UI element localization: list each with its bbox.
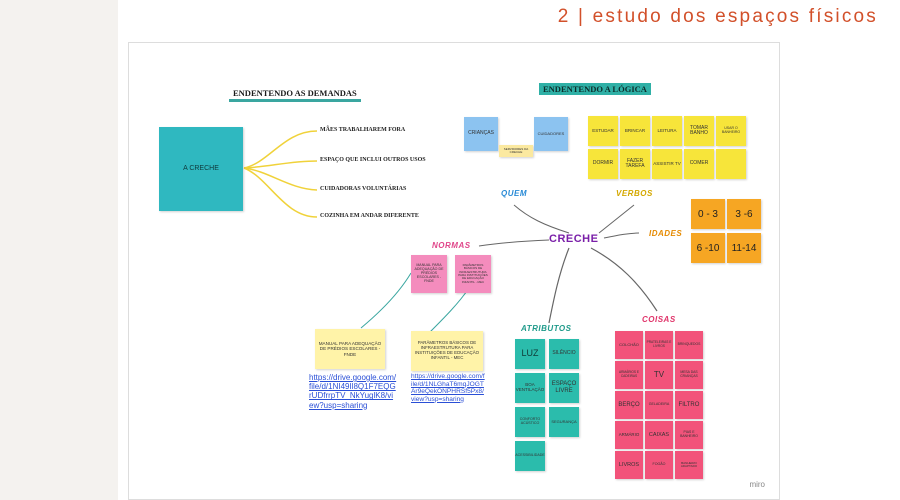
normas-note-mec[interactable]: PARÂMETROS BÁSICOS DE INFRAESTRUTURA PAR… bbox=[455, 255, 491, 293]
coisa-note-mesa[interactable]: MESA DAS CRIANÇAS bbox=[675, 361, 703, 389]
normas-label: NORMAS bbox=[432, 241, 471, 250]
idade-note-3-6[interactable]: 3 -6 bbox=[727, 199, 761, 229]
normas-doc-fnde[interactable]: MANUAL PARA ADEQUAÇÃO DE PRÉDIOS ESCOLAR… bbox=[315, 329, 385, 369]
quem-note-criancas[interactable]: CRIANÇAS bbox=[464, 117, 498, 151]
atributos-label: ATRIBUTOS bbox=[521, 324, 572, 333]
verbo-note-tomar-banho[interactable]: TOMAR BANHO bbox=[684, 116, 714, 146]
verbos-label: VERBOS bbox=[616, 189, 653, 198]
coisa-note-armarios-cadeiras[interactable]: ARMÁRIOS E CADEIRAS bbox=[615, 361, 643, 389]
atributo-note-conforto[interactable]: CONFORTO ACÚSTICO bbox=[515, 407, 545, 437]
coisa-note-armario[interactable]: ARMÁRIO bbox=[615, 421, 643, 449]
quem-label: QUEM bbox=[501, 189, 527, 198]
verbo-note-brincar[interactable]: BRINCAR bbox=[620, 116, 650, 146]
idade-note-6-10[interactable]: 6 -10 bbox=[691, 233, 725, 263]
verbo-note-usar-banheiro[interactable]: USAR O BANHEIRO bbox=[716, 116, 746, 146]
atributo-note-acessibilidade[interactable]: ACESSIBILIDADE bbox=[515, 441, 545, 471]
coisa-note-brinquedos[interactable]: BRINQUEDOS bbox=[675, 331, 703, 359]
verbo-note-empty[interactable] bbox=[716, 149, 746, 179]
verbo-note-dormir[interactable]: DORMIR bbox=[588, 149, 618, 179]
miro-board[interactable]: ENDENTENDO AS DEMANDAS A CRECHE MÃES TRA… bbox=[128, 42, 780, 500]
verbo-note-assistir-tv[interactable]: ASSISTIR TV bbox=[652, 149, 682, 179]
idade-note-11-14[interactable]: 11-14 bbox=[727, 233, 761, 263]
verbo-note-fazer-tarefa[interactable]: FAZER TAREFA bbox=[620, 149, 650, 179]
coisa-note-fogao[interactable]: FOGÃO bbox=[645, 451, 673, 479]
idade-note-0-3[interactable]: 0 - 3 bbox=[691, 199, 725, 229]
idades-label: IDADES bbox=[649, 229, 683, 238]
coisa-note-livros[interactable]: LIVROS bbox=[615, 451, 643, 479]
branch-espaco: ESPAÇO QUE INCLUI OUTROS USOS bbox=[320, 157, 426, 163]
atributo-note-ventilacao[interactable]: BOA VENTILAÇÃO bbox=[515, 373, 545, 403]
creche-sticky-note[interactable]: A CRECHE bbox=[159, 127, 243, 211]
quem-note-cuidadores[interactable]: CUIDADORES bbox=[534, 117, 568, 151]
link-parametros-mec[interactable]: https://drive.google.com/file/d/1NLGhaT6… bbox=[411, 373, 485, 403]
coisa-note-filtro[interactable]: FILTRO bbox=[675, 391, 703, 419]
coisa-note-berco[interactable]: BERÇO bbox=[615, 391, 643, 419]
normas-note-fnde[interactable]: MANUAL PARA ADEQUAÇÃO DE PRÉDIOS ESCOLAR… bbox=[411, 255, 447, 293]
verbo-note-estudar[interactable]: ESTUDAR bbox=[588, 116, 618, 146]
branch-cuidadoras: CUIDADORAS VOLUNTÁRIAS bbox=[320, 186, 407, 192]
atributo-note-espaco-livre[interactable]: ESPAÇO LIVRE bbox=[549, 373, 579, 403]
link-manual-fnde[interactable]: https://drive.google.com/file/d/1NI49Il8… bbox=[309, 373, 397, 410]
verbo-note-leitura[interactable]: LEITURA bbox=[652, 116, 682, 146]
coisa-note-colchao[interactable]: COLCHÃO bbox=[615, 331, 643, 359]
demandas-title: ENDENTENDO AS DEMANDAS bbox=[229, 87, 361, 102]
atributo-note-silencio[interactable]: SILÊNCIO bbox=[549, 339, 579, 369]
atributo-note-seguranca[interactable]: SEGURANÇA bbox=[549, 407, 579, 437]
coisa-note-pias[interactable]: PIAS E BANHEIRO bbox=[675, 421, 703, 449]
creche-center-node[interactable]: CRECHE bbox=[549, 233, 599, 245]
verbo-note-comer[interactable]: COMER bbox=[684, 149, 714, 179]
coisa-note-caixas[interactable]: CAIXAS bbox=[645, 421, 673, 449]
normas-doc-mec[interactable]: PARÂMETROS BÁSICOS DE INFRAESTRUTURA PAR… bbox=[411, 331, 483, 371]
slide-title: 2 | estudo dos espaços físicos bbox=[557, 6, 878, 27]
logica-title: ENDENTENDO A LÓGICA bbox=[539, 83, 651, 95]
branch-cozinha: COZINHA EM ANDAR DIFERENTE bbox=[320, 213, 419, 219]
coisas-label: COISAS bbox=[642, 315, 676, 324]
left-sidebar-strip bbox=[0, 0, 118, 500]
coisa-note-geladeira[interactable]: GELADEIRA bbox=[645, 391, 673, 419]
coisa-note-prateleiras[interactable]: PRATELEIRAS E LIVROS bbox=[645, 331, 673, 359]
branch-maes: MÃES TRABALHAREM FORA bbox=[320, 127, 406, 133]
quem-note-servidores[interactable]: SERVIDORES DA CRECHE bbox=[499, 145, 533, 157]
atributo-note-luz[interactable]: LUZ bbox=[515, 339, 545, 369]
coisa-note-tv[interactable]: TV bbox=[645, 361, 673, 389]
coisa-note-banheiro-adaptado[interactable]: BANHEIRO ADAPTADO bbox=[675, 451, 703, 479]
miro-watermark: miro bbox=[749, 480, 765, 489]
